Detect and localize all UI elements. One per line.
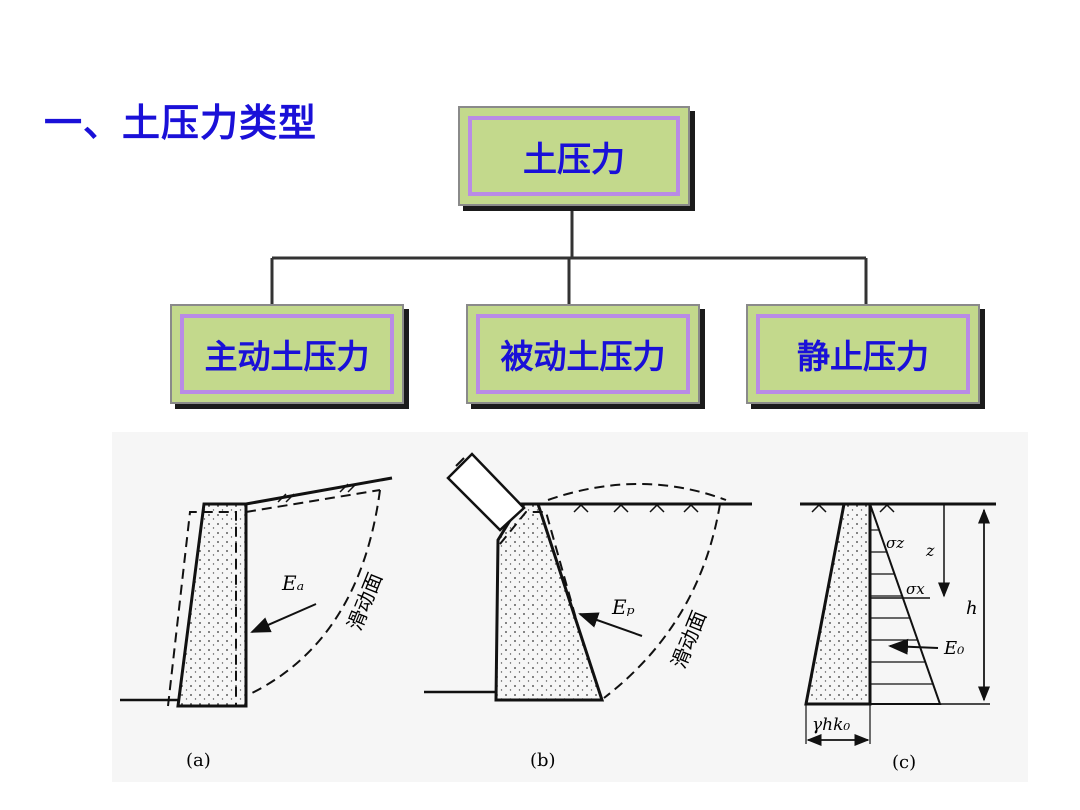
figure-b: Eₚ 滑动面 (b) — [424, 452, 752, 771]
force-label-c: E₀ — [943, 638, 964, 659]
tree-node-label: 静止压力 — [756, 314, 970, 394]
caption-c: (c) — [892, 752, 916, 773]
tree-node-passive-pressure: 被动土压力 — [466, 304, 700, 404]
sliding-surface-a — [249, 489, 381, 695]
caption-b: (b) — [530, 750, 556, 771]
tree-node-label: 主动土压力 — [180, 314, 394, 394]
tree-node-active-pressure: 主动土压力 — [170, 304, 404, 404]
depth-label: z — [925, 541, 935, 560]
stress-label-z: σz — [886, 534, 904, 552]
force-arrow-a — [250, 603, 317, 633]
sliding-surface-label-b: 滑动面 — [666, 607, 711, 672]
figure-a: Eₐ 滑动面 (a) — [120, 476, 393, 771]
force-arrow-c — [888, 638, 939, 655]
tree-connectors — [270, 206, 868, 304]
sliding-surface-label-a: 滑动面 — [342, 569, 387, 634]
pressure-triangle-c — [869, 503, 942, 705]
force-label-b: Eₚ — [611, 595, 635, 619]
stress-label-x: σx — [906, 580, 925, 598]
tree-node-rest-pressure: 静止压力 — [746, 304, 980, 404]
wall-b — [494, 502, 605, 702]
wall-c — [804, 502, 872, 706]
force-arrow-b — [578, 612, 643, 637]
height-label: h — [966, 598, 978, 619]
sliding-surface-b — [603, 503, 721, 699]
figure-c: σz σx z h E₀ γhk₀ (c) — [800, 502, 996, 773]
page-title: 一、土压力类型 — [44, 101, 318, 145]
tree-node-label: 被动土压力 — [476, 314, 690, 394]
caption-a: (a) — [186, 750, 211, 771]
tree-root-label: 土压力 — [468, 116, 680, 196]
base-stress-label: γhk₀ — [812, 715, 850, 735]
tree-root-node: 土压力 — [458, 106, 690, 206]
force-label-a: Eₐ — [281, 571, 304, 595]
